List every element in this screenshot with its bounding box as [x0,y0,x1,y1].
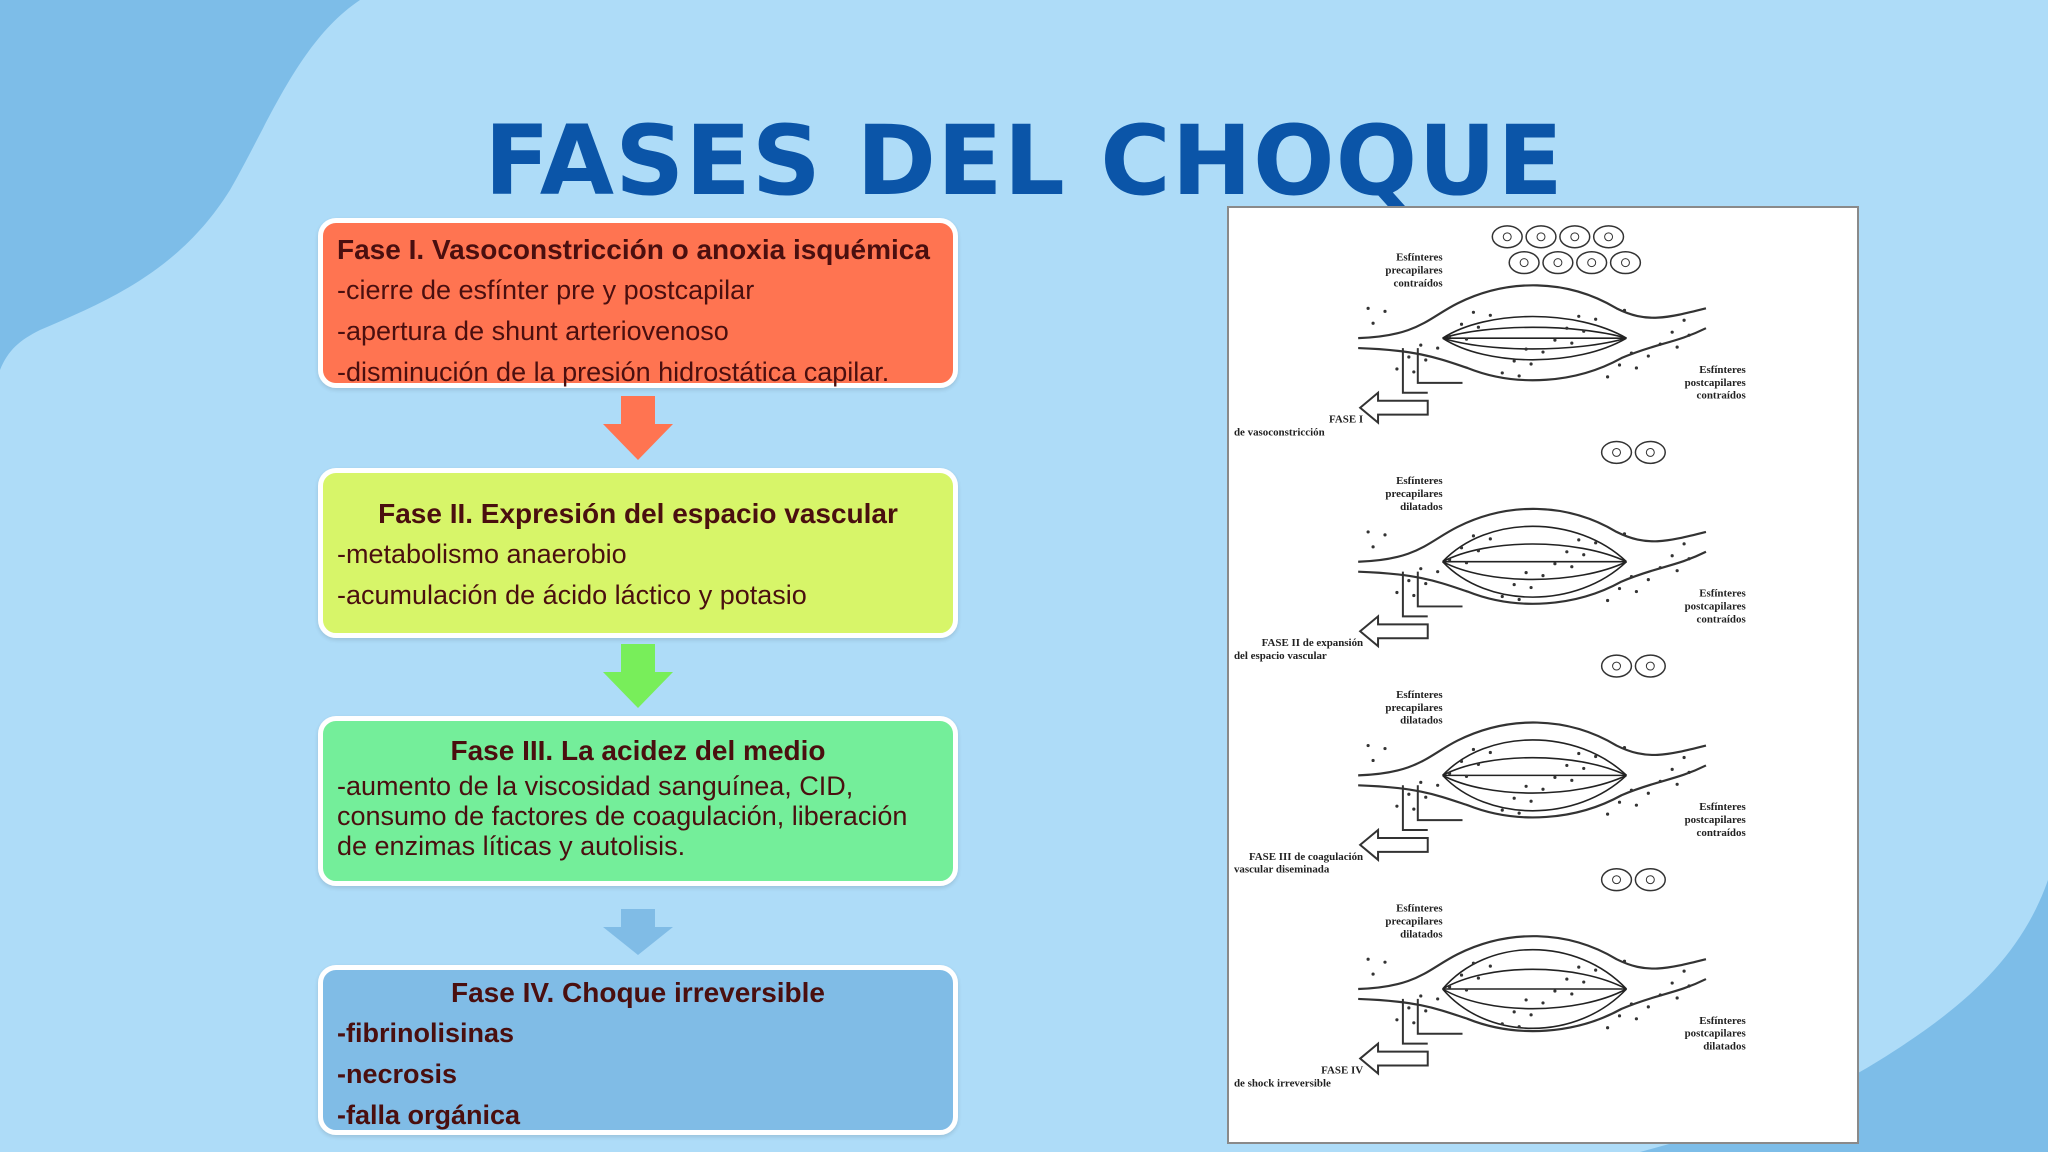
tissue-cell [1592,225,1625,249]
phase-label: FASE II de expansión [1262,637,1363,649]
flow-arrow-icon [1358,827,1429,862]
phase-1-item: -apertura de shunt arteriovenoso [337,316,729,346]
tissue-cell [1491,225,1523,249]
tissue-cell [1600,654,1633,678]
pre-sphincter-label: Esfínteres [1396,902,1443,914]
post-sphincter-label: Esfínteres [1699,364,1746,376]
pre-sphincter-label: precapilares [1385,702,1442,714]
post-sphincter-label: dilatados [1703,1041,1746,1053]
pre-sphincter-label: Esfínteres [1396,689,1443,701]
tissue-cell [1609,250,1642,275]
phase-1-item: -cierre de esfínter pre y postcapilar [337,275,755,305]
phase-label: de shock irreversible [1234,1077,1331,1089]
phase-3-item: consumo de factores de coagulación, libe… [337,801,908,831]
phase-label: de vasoconstricción [1234,427,1325,439]
post-sphincter-label: postcapilares [1685,600,1746,612]
post-sphincter-label: contraídos [1697,613,1746,625]
phase-2-item: -metabolismo anaerobio [337,539,627,569]
phase-2-item: -acumulación de ácido láctico y potasio [337,580,807,610]
phase-4-item: -fibrinolisinas [337,1018,515,1048]
pre-sphincter-label: precapilares [1385,265,1442,277]
phase-4-box: Fase IV. Choque irreversible -fibrinolis… [318,965,958,1135]
phase-1-item: -disminución de la presión hidrostática … [337,357,890,387]
post-sphincter-label: Esfínteres [1699,1015,1746,1027]
pre-sphincter-label: dilatados [1400,928,1443,940]
tissue-cell [1634,654,1666,678]
capillary-diagram: EsfínteresprecapilarescontraídosEsfínter… [1234,225,1746,1089]
capillary-bed-4: EsfínteresprecapilaresdilatadosEsfíntere… [1234,868,1746,1089]
flow-arrow-icon [1358,614,1429,649]
phase-3-heading: Fase III. La acidez del medio [450,735,826,766]
tissue-cell [1525,225,1557,249]
phase-label: FASE III de coagulación [1249,851,1363,863]
phase-label: FASE I [1329,414,1363,426]
tissue-cell [1559,225,1591,249]
phase-label: FASE IV [1321,1064,1363,1076]
post-sphincter-label: contraídos [1697,827,1746,839]
capillary-bed-1: EsfínteresprecapilarescontraídosEsfínter… [1234,225,1746,439]
phase-label: del espacio vascular [1234,650,1327,662]
pre-sphincter-label: dilatados [1400,501,1443,513]
flow-arrow-icon [1358,390,1429,425]
bottom-right-blob [1640,880,2048,1152]
tissue-cell [1508,250,1540,275]
tissue-cell [1600,868,1633,892]
phase-4-item: -necrosis [337,1059,458,1089]
tissue-cell [1634,440,1666,465]
pre-sphincter-label: precapilares [1385,488,1442,500]
phase-3-item: -aumento de la viscosidad sanguínea, CID… [337,771,854,801]
post-sphincter-label: Esfínteres [1699,588,1746,600]
pre-sphincter-label: precapilares [1385,915,1442,927]
tissue-cell [1634,868,1666,892]
phase-3-item: de enzimas líticas y autolisis. [337,831,686,861]
capillary-bed-3: EsfínteresprecapilaresdilatadosEsfíntere… [1234,654,1746,876]
arrow-down-icon [603,909,673,955]
arrow-down-icon [603,644,673,708]
tissue-cell [1576,250,1608,275]
pre-sphincter-label: contraídos [1393,277,1442,289]
phase-label: vascular diseminada [1234,864,1330,876]
post-sphincter-label: postcapilares [1685,814,1746,826]
top-left-blob [0,0,360,370]
post-sphincter-label: postcapilares [1685,377,1746,389]
phase-3-box: Fase III. La acidez del medio -aumento d… [318,716,958,886]
post-sphincter-label: postcapilares [1685,1028,1746,1040]
arrow-down-icon [603,396,673,460]
phase-2-heading: Fase II. Expresión del espacio vascular [378,498,898,529]
flow-arrow-icon [1358,1041,1429,1076]
pre-sphincter-label: Esfínteres [1396,252,1443,264]
capillary-bed-2: EsfínteresprecapilaresdilatadosEsfíntere… [1234,440,1746,662]
tissue-cell [1542,250,1574,275]
tissue-cell [1600,440,1633,465]
phase-4-heading: Fase IV. Choque irreversible [450,977,826,1008]
pre-sphincter-label: dilatados [1400,715,1443,727]
post-sphincter-label: Esfínteres [1699,801,1746,813]
page-title: FASES DEL CHOQUE [484,105,1564,217]
phase-1-heading: Fase I. Vasoconstricción o anoxia isquém… [337,234,930,265]
phase-4-item: -falla orgánica [337,1100,521,1130]
pre-sphincter-label: Esfínteres [1396,475,1443,487]
phase-1-box: Fase I. Vasoconstricción o anoxia isquém… [318,218,958,388]
phase-2-box: Fase II. Expresión del espacio vascular … [318,468,958,638]
post-sphincter-label: contraídos [1697,390,1746,402]
